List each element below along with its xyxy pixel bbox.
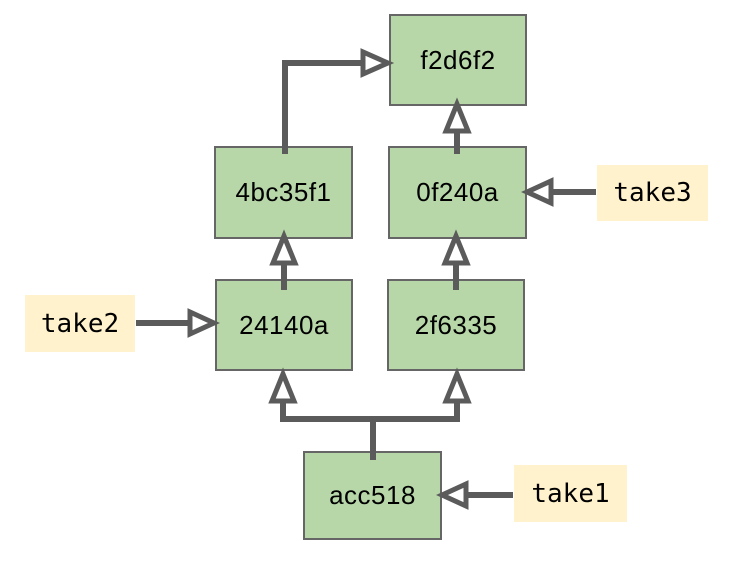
node-2f6335: 2f6335	[387, 279, 525, 371]
node-4bc35f1: 4bc35f1	[214, 146, 353, 239]
branch-tag-take2: take2	[25, 295, 135, 352]
open-arrowhead-up	[268, 367, 298, 404]
node-0f240a: 0f240a	[388, 146, 527, 239]
open-arrowhead-up	[442, 367, 472, 404]
open-arrowhead-right	[360, 48, 395, 78]
open-arrowhead-up	[441, 229, 471, 266]
branch-tag-take1: take1	[514, 465, 627, 522]
node-acc518: acc518	[303, 451, 442, 540]
edge-4bc35f1-f2d6f2	[282, 48, 395, 154]
branch-tag-take3: take3	[597, 165, 708, 221]
open-arrowhead-right	[187, 308, 221, 338]
edge-take2-24140a	[136, 308, 221, 338]
node-f2d6f2: f2d6f2	[389, 14, 527, 106]
open-arrowhead-left	[520, 177, 554, 207]
open-arrowhead-up	[442, 97, 472, 134]
node-24140a: 24140a	[215, 279, 353, 371]
edge-take1-acc518	[435, 480, 513, 510]
open-arrowhead-up	[269, 229, 299, 266]
edge-take3-0f240a	[520, 177, 596, 207]
open-arrowhead-left	[435, 480, 469, 510]
edge-acc518-fork	[268, 367, 472, 460]
